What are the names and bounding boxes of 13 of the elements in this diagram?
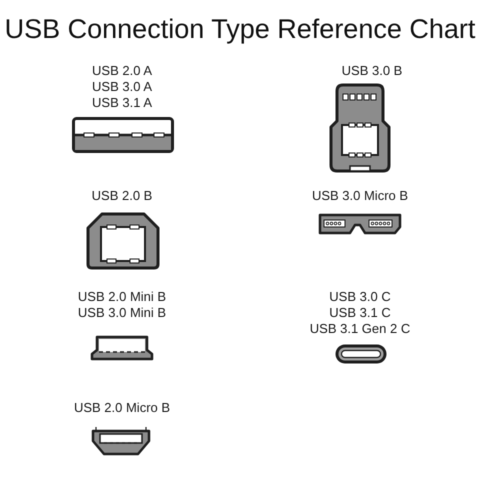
connector-label: USB 3.0 C bbox=[329, 290, 391, 305]
connector-label: USB 2.0 A bbox=[92, 64, 152, 79]
connector-label: USB 3.0 A bbox=[92, 80, 152, 95]
connector-label: USB 2.0 Micro B bbox=[74, 401, 170, 416]
connector-label: USB 3.0 Mini B bbox=[78, 306, 166, 321]
connector-label: USB 3.1 Gen 2 C bbox=[310, 322, 410, 337]
connector-label: USB 3.0 B bbox=[342, 64, 402, 79]
chart-title: USB Connection Type Reference Chart bbox=[4, 14, 476, 46]
connector-label: USB 2.0 B bbox=[92, 189, 152, 204]
connector-label: USB 2.0 Mini B bbox=[78, 290, 166, 305]
connector-label: USB 3.0 Micro B bbox=[312, 189, 408, 204]
connector-label: USB 3.1 C bbox=[329, 306, 391, 321]
connector-label: USB 3.1 A bbox=[92, 96, 152, 111]
